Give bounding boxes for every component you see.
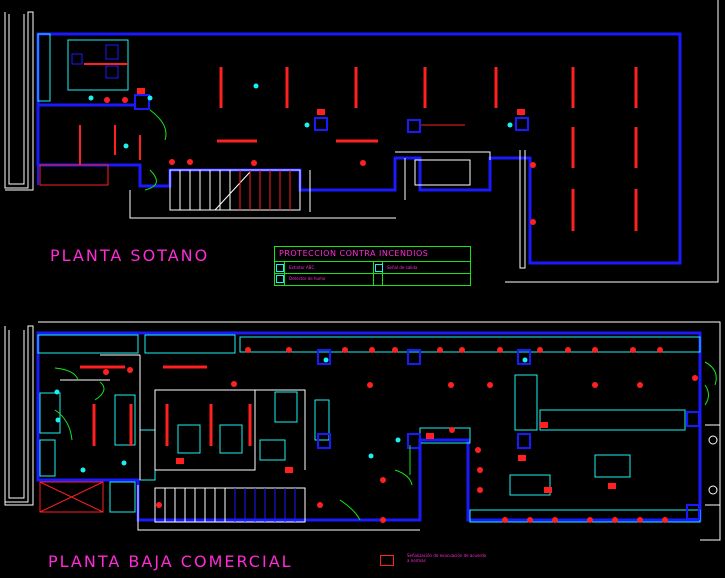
groundfloor-wall — [36, 331, 702, 522]
basement-wall — [36, 32, 682, 265]
ground-floor-title: PLANTA BAJA COMERCIAL — [48, 552, 293, 571]
fire-protection-legend: PROTECCION CONTRA INCENDIOS Extintor ABC… — [274, 246, 471, 286]
extinguisher-icon — [276, 264, 284, 272]
exit-sign-icon — [375, 264, 383, 272]
basement-stair — [169, 169, 301, 211]
legend-row: Detector de humo — [275, 273, 470, 284]
basement-title: PLANTA SOTANO — [50, 246, 210, 265]
legend-item-label: Detector de humo — [289, 276, 326, 281]
legend-row: Extintor ABC Señal de salida — [275, 262, 470, 274]
evacuation-note: Señalización de evacuación de acuerdo a … — [407, 553, 487, 563]
legend-item-label: Extintor ABC — [289, 265, 315, 270]
evacuation-sign-icon — [380, 555, 394, 566]
legend-item-label: Señal de salida — [387, 265, 418, 270]
legend-title: PROTECCION CONTRA INCENDIOS — [275, 247, 470, 262]
smoke-detector-icon — [276, 275, 284, 283]
ground-stair — [154, 487, 306, 523]
